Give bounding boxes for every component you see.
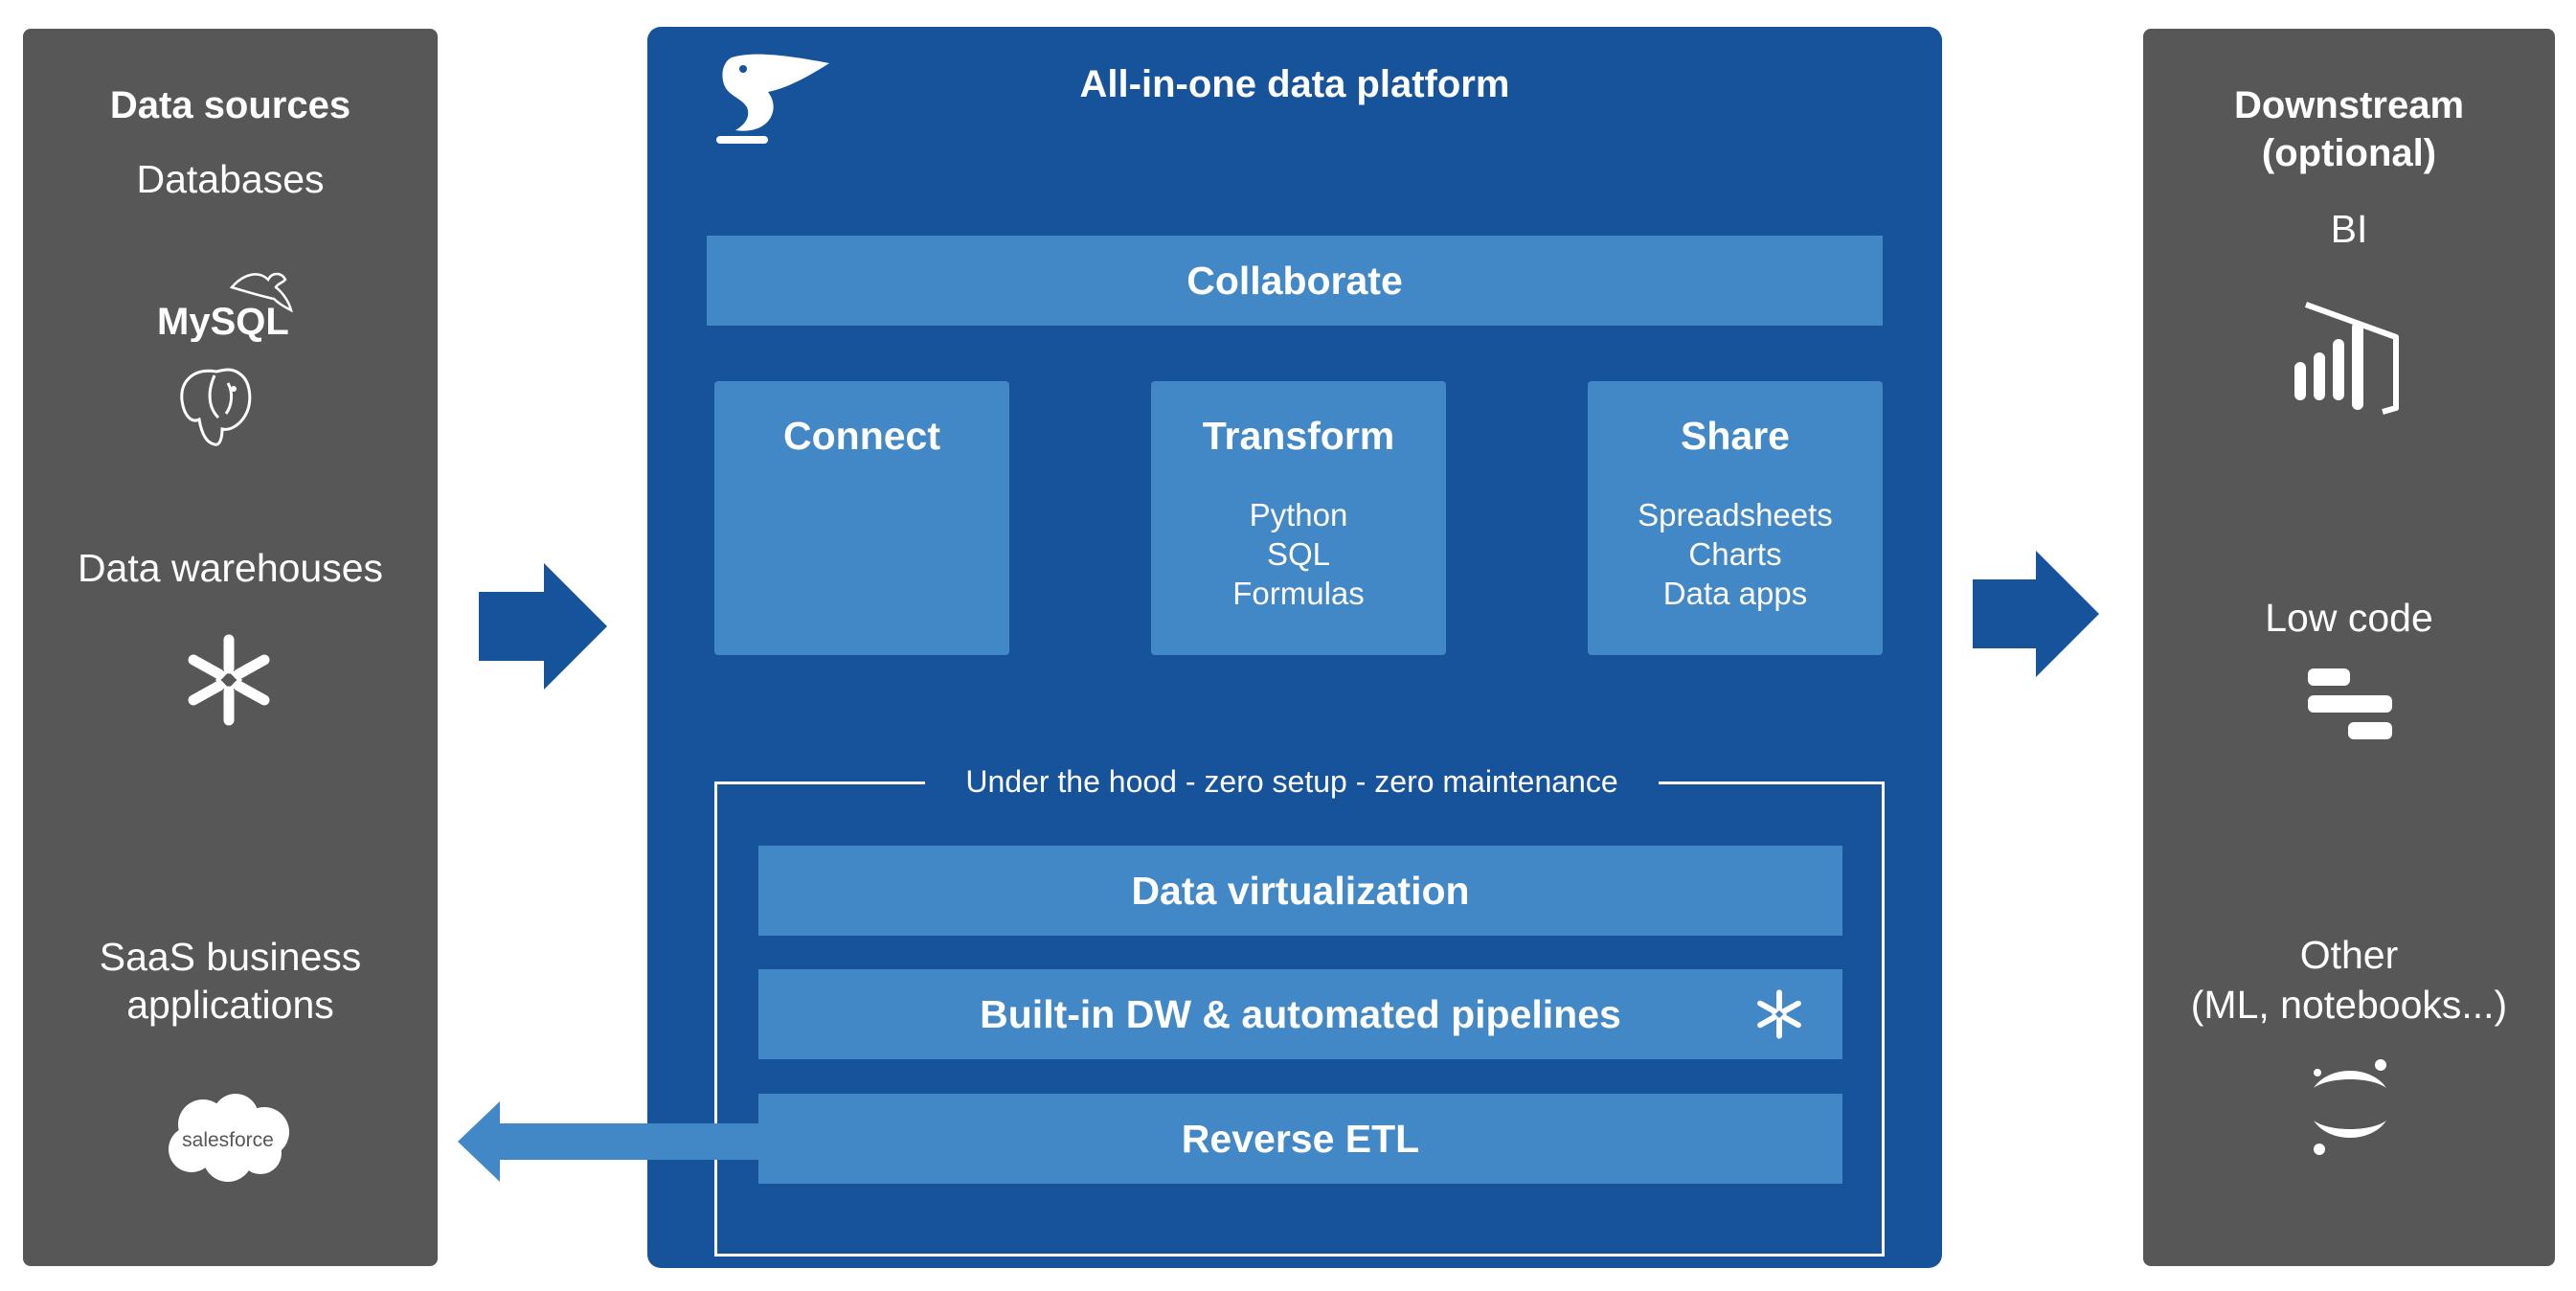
power-bi-icon: [2293, 299, 2411, 421]
share-card: Share Spreadsheets Charts Data apps: [1588, 381, 1883, 655]
share-card-title: Share: [1681, 414, 1790, 458]
share-item-data-apps: Data apps: [1662, 576, 1808, 611]
downstream-title-line1: Downstream: [2233, 84, 2465, 126]
under-the-hood-label: Under the hood - zero setup - zero maint…: [925, 764, 1659, 800]
downstream-panel: Downstream (optional) BI Low code Other …: [2143, 29, 2555, 1266]
bi-label: BI: [2330, 207, 2368, 251]
platform-title: All-in-one data platform: [1079, 63, 1510, 105]
mysql-logo-icon: MySQL: [155, 251, 308, 343]
saas-label-line1: SaaS business: [99, 935, 362, 979]
reverse-etl-arrow-left: [458, 1101, 760, 1182]
platform-panel: All-in-one data platform Collaborate Con…: [647, 27, 1942, 1268]
data-warehouses-label: Data warehouses: [77, 546, 384, 590]
collaborate-bar: Collaborate: [707, 236, 1883, 326]
low-code-label: Low code: [2265, 596, 2433, 640]
jupyter-icon: [2306, 1055, 2394, 1163]
snowflake-icon: [179, 630, 279, 730]
share-item-charts: Charts: [1688, 536, 1782, 572]
saas-label-line2: applications: [126, 983, 334, 1027]
transform-item-formulas: Formulas: [1232, 576, 1365, 611]
snowflake-icon: [1752, 987, 1806, 1041]
databases-label: Databases: [136, 157, 325, 201]
reverse-etl-bar: Reverse ETL: [758, 1094, 1842, 1184]
postgresql-elephant-icon: [172, 364, 260, 455]
arrow-right-to-downstream: [1973, 551, 2101, 677]
data-sources-panel: Data sources Databases MySQL Data wareho…: [23, 29, 438, 1266]
share-item-spreadsheets: Spreadsheets: [1638, 497, 1833, 532]
builtin-dw-label: Built-in DW & automated pipelines: [980, 991, 1621, 1036]
data-virtualization-bar: Data virtualization: [758, 846, 1842, 936]
other-label-line1: Other: [2299, 933, 2399, 977]
transform-item-python: Python: [1249, 497, 1348, 532]
data-sources-title: Data sources: [109, 84, 351, 126]
connect-card-title: Connect: [783, 414, 940, 458]
low-code-app-icon: [2306, 661, 2394, 749]
other-label-line2: (ML, notebooks...): [2190, 983, 2508, 1027]
builtin-dw-bar: Built-in DW & automated pipelines: [758, 969, 1842, 1059]
arrow-right-into-platform: [479, 563, 609, 690]
pelican-logo-icon: [712, 50, 837, 147]
downstream-title-line2: (optional): [2261, 132, 2437, 174]
svg-text:MySQL: MySQL: [157, 301, 289, 342]
transform-card-title: Transform: [1202, 414, 1395, 458]
connect-card: Connect: [714, 381, 1009, 655]
transform-item-sql: SQL: [1266, 536, 1331, 572]
svg-text:salesforce: salesforce: [182, 1129, 274, 1151]
transform-card: Transform Python SQL Formulas: [1151, 381, 1446, 655]
salesforce-cloud-icon: salesforce: [161, 1090, 295, 1186]
